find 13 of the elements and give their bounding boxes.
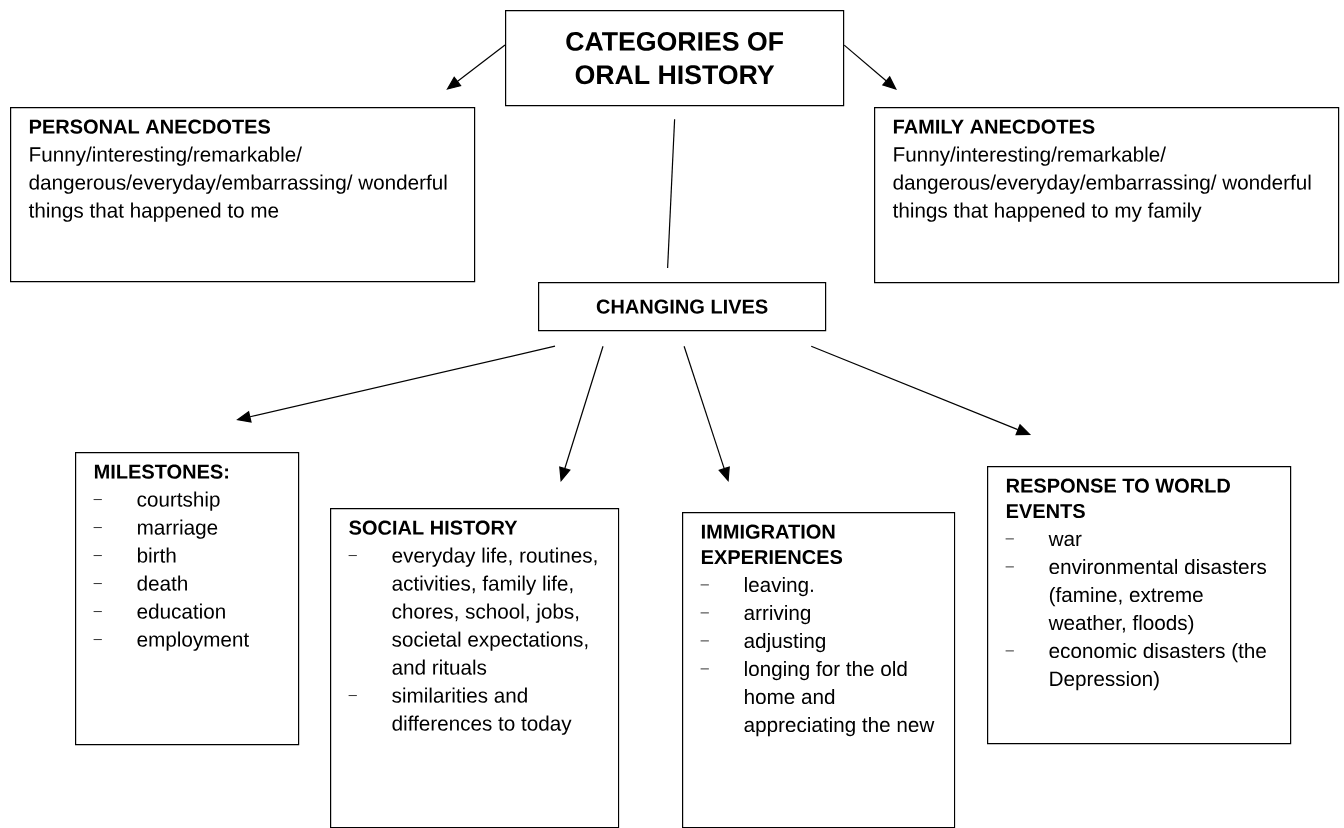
topic-box: FAMILY ANECDOTES Funny/interesting/remarkable/ dangerous/everyday/embarrassing/ wonderful things that happened to my family: [874, 107, 1340, 284]
topic-box: PERSONAL ANECDOTES Funny/interesting/remarkable/ dangerous/everyday/embarrassing/ wonderful things that happened to me: [10, 107, 476, 283]
topic-box: RESPONSE TO WORLD EVENTS war environmental disasters (famine, extreme weather, floods) economic disasters (the Depression): [987, 466, 1292, 745]
category-box: CHANGING LIVES: [538, 282, 827, 332]
topic-box: MILESTONES: courtship marriage birth death education employment: [75, 452, 300, 746]
arrow: [446, 44, 506, 90]
arrow: [683, 345, 730, 482]
connector-line: [667, 118, 676, 269]
arrow: [559, 345, 604, 482]
topic-box: IMMIGRATION EXPERIENCES leaving. arriving adjusting longing for the old home and appreciating the new: [682, 512, 956, 828]
title-box: CATEGORIES OF ORAL HISTORY: [505, 10, 845, 107]
topic-box: SOCIAL HISTORY everyday life, routines, activities, family life, chores, school, jobs, societal expectations, and rituals similarities and differences to today: [330, 508, 620, 828]
arrow: [843, 44, 897, 90]
